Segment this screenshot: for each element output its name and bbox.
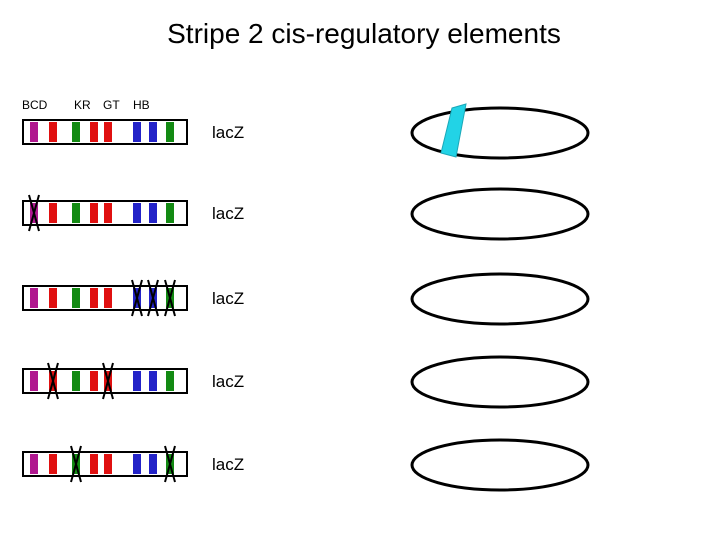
lacz-label: lacZ — [212, 204, 244, 223]
binding-site-gt — [72, 288, 80, 308]
binding-site-bcd — [30, 371, 38, 391]
deletion-mark — [47, 362, 59, 400]
binding-site-kr — [49, 454, 57, 474]
construct-row: lacZ — [22, 355, 590, 409]
construct-row: lacZ — [22, 103, 590, 160]
embryo-outline — [410, 438, 590, 492]
construct-row: lacZ — [22, 438, 590, 492]
binding-site-hb — [149, 454, 157, 474]
binding-site-kr — [90, 203, 98, 223]
lacz-label: lacZ — [212, 372, 244, 391]
binding-site-hb — [133, 203, 141, 223]
binding-site-bcd — [30, 122, 38, 142]
binding-site-hb — [149, 122, 157, 142]
construct-row: lacZ — [22, 272, 590, 326]
binding-site-hb — [133, 122, 141, 142]
binding-site-kr — [104, 122, 112, 142]
binding-site-gt — [166, 122, 174, 142]
lacz-label: lacZ — [212, 289, 244, 308]
binding-site-kr — [49, 122, 57, 142]
binding-site-kr — [104, 288, 112, 308]
binding-site-hb — [149, 203, 157, 223]
binding-site-kr — [104, 203, 112, 223]
binding-site-gt — [72, 122, 80, 142]
deletion-mark — [164, 445, 176, 483]
embryo-outline — [410, 106, 590, 160]
stripe-2-expression — [440, 103, 467, 158]
deletion-mark — [102, 362, 114, 400]
lacz-label: lacZ — [212, 123, 244, 142]
binding-site-gt — [72, 203, 80, 223]
embryo-outline — [410, 187, 590, 241]
embryo-outline — [410, 355, 590, 409]
construct-row: lacZ — [22, 187, 590, 241]
binding-site-kr — [49, 288, 57, 308]
binding-site-kr — [90, 122, 98, 142]
deletion-mark — [70, 445, 82, 483]
deletion-mark — [147, 279, 159, 317]
binding-site-bcd — [30, 454, 38, 474]
binding-site-kr — [104, 454, 112, 474]
legend-label-gt: GT — [103, 98, 120, 112]
binding-site-gt — [72, 371, 80, 391]
binding-site-hb — [133, 371, 141, 391]
binding-site-hb — [149, 371, 157, 391]
deletion-mark — [28, 194, 40, 232]
page-title: Stripe 2 cis-regulatory elements — [167, 18, 561, 49]
binding-site-kr — [90, 288, 98, 308]
legend-label-hb: HB — [133, 98, 150, 112]
deletion-mark — [131, 279, 143, 317]
legend-label-bcd: BCD — [22, 98, 48, 112]
embryo-outline — [410, 272, 590, 326]
lacz-label: lacZ — [212, 455, 244, 474]
binding-site-bcd — [30, 288, 38, 308]
binding-site-kr — [90, 454, 98, 474]
binding-site-hb — [133, 454, 141, 474]
binding-site-kr — [90, 371, 98, 391]
binding-site-gt — [166, 371, 174, 391]
binding-site-kr — [49, 203, 57, 223]
deletion-mark — [164, 279, 176, 317]
legend-label-kr: KR — [74, 98, 91, 112]
binding-site-gt — [166, 203, 174, 223]
